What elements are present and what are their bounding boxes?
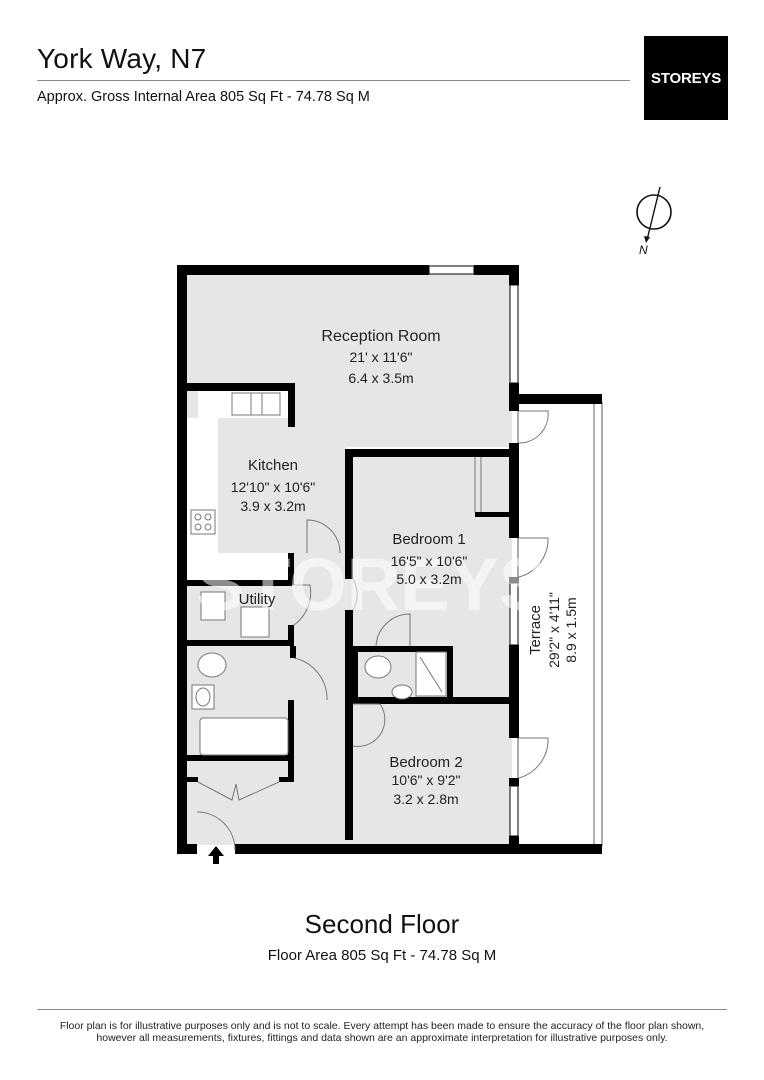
room-metric-kitchen: 3.9 x 3.2m bbox=[240, 498, 305, 514]
room-name-terrace: Terrace bbox=[527, 605, 544, 655]
room-name-utility: Utility bbox=[239, 591, 276, 608]
floor-name: Second Floor bbox=[304, 909, 460, 939]
gross-area-subtitle: Approx. Gross Internal Area 805 Sq Ft - … bbox=[37, 89, 370, 105]
room-name-bedroom-2: Bedroom 2 bbox=[389, 754, 462, 771]
walls bbox=[177, 265, 602, 854]
logo-text: STOREYS bbox=[650, 69, 721, 87]
washing-machine-icon bbox=[200, 591, 226, 621]
room-imperial-reception: 21' x 11'6" bbox=[350, 349, 413, 365]
kitchen-sink-icon bbox=[231, 392, 281, 416]
storeys-logo: STOREYS bbox=[644, 36, 728, 120]
watermark: STOREYS bbox=[196, 543, 548, 626]
ensuite-toilet-icon bbox=[364, 655, 392, 679]
windows bbox=[428, 265, 519, 837]
room-imperial-kitchen: 12'10" x 10'6" bbox=[231, 479, 316, 495]
bathtub-icon bbox=[199, 717, 289, 756]
floor-plan: N bbox=[177, 186, 672, 864]
door-swings bbox=[196, 410, 549, 851]
room-metric-reception: 6.4 x 3.5m bbox=[348, 370, 413, 386]
room-name-kitchen: Kitchen bbox=[248, 457, 298, 474]
room-metric-terrace: 8.9 x 1.5m bbox=[563, 597, 579, 662]
dryer-icon bbox=[240, 606, 270, 638]
footer-divider bbox=[37, 1009, 727, 1010]
room-name-bedroom-1: Bedroom 1 bbox=[392, 531, 465, 548]
title-divider bbox=[37, 80, 630, 81]
room-metric-bedroom-1: 5.0 x 3.2m bbox=[396, 571, 461, 587]
hob-icon bbox=[190, 509, 216, 535]
fixtures bbox=[190, 392, 447, 756]
shower-tray-icon bbox=[415, 651, 447, 697]
floor-area: Floor Area 805 Sq Ft - 74.78 Sq M bbox=[267, 947, 497, 964]
room-imperial-bedroom-1: 16'5" x 10'6" bbox=[391, 553, 468, 569]
room-imperial-terrace: 29'2" x 4'11" bbox=[546, 592, 562, 668]
page-title: York Way, N7 bbox=[37, 43, 207, 74]
toilet-icon bbox=[197, 652, 227, 678]
compass-label: N bbox=[639, 243, 648, 257]
disclaimer: Floor plan is for illustrative purposes … bbox=[59, 1020, 705, 1044]
entrance-arrow-icon bbox=[208, 846, 224, 864]
room-name-reception: Reception Room bbox=[321, 328, 440, 345]
basin-icon bbox=[191, 684, 215, 710]
room-imperial-bedroom-2: 10'6" x 9'2" bbox=[392, 772, 461, 788]
ensuite-basin-icon bbox=[391, 684, 413, 700]
north-arrow-icon: N bbox=[636, 186, 672, 257]
room-metric-bedroom-2: 3.2 x 2.8m bbox=[393, 791, 458, 807]
